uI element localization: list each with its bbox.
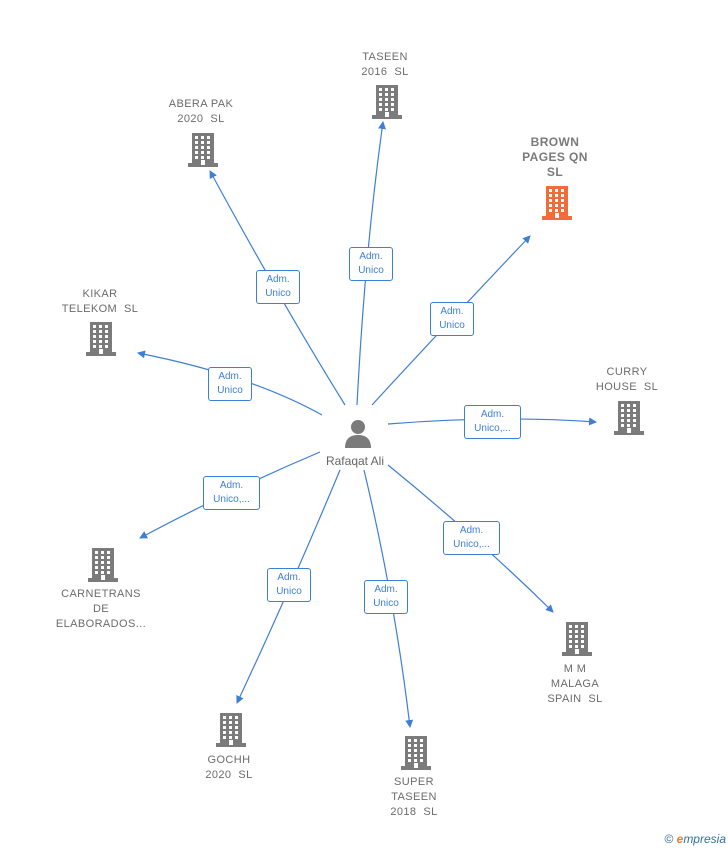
edge-label-line: Adm. bbox=[480, 409, 505, 420]
building-icon[interactable] bbox=[614, 399, 644, 440]
footer-brand[interactable]: © empresia bbox=[664, 832, 726, 846]
company-label-line: KIKAR bbox=[82, 288, 118, 300]
company-label-curry-house[interactable]: CURRY HOUSE SL bbox=[587, 365, 667, 395]
company-label-line: TASEEN bbox=[362, 51, 408, 63]
edge-label-line: Adm. bbox=[459, 525, 484, 536]
company-label-mm-malaga-spain[interactable]: M M MALAGA SPAIN SL bbox=[535, 662, 615, 707]
building-icon[interactable] bbox=[188, 131, 218, 172]
company-label-line: TELEKOM SL bbox=[61, 303, 139, 315]
center-person-name[interactable]: Rafaqat Ali bbox=[325, 454, 385, 468]
brand-logo-icon: e bbox=[676, 832, 684, 846]
edge-label-line: Unico bbox=[276, 586, 302, 597]
copyright-icon: © bbox=[664, 832, 674, 846]
edge-label-gochh-2020[interactable]: Adm. Unico bbox=[267, 568, 311, 602]
edge-label-taseen-2016[interactable]: Adm. Unico bbox=[349, 247, 393, 281]
company-label-line: DE bbox=[92, 603, 110, 615]
company-label-line: BROWN bbox=[530, 135, 580, 149]
person-icon[interactable] bbox=[343, 418, 373, 448]
company-label-super-taseen-2018[interactable]: SUPER TASEEN 2018 SL bbox=[374, 775, 454, 820]
company-label-line: SPAIN SL bbox=[547, 693, 603, 705]
edge-label-line: Unico bbox=[373, 598, 399, 609]
company-label-line: PAGES QN bbox=[522, 150, 588, 164]
company-label-line: GOCHH bbox=[207, 754, 251, 766]
building-icon[interactable] bbox=[401, 734, 431, 775]
edge-label-carnetrans[interactable]: Adm. Unico,... bbox=[203, 476, 260, 510]
edge-label-line: Adm. bbox=[440, 306, 464, 317]
company-label-carnetrans[interactable]: CARNETRANS DE ELABORADOS... bbox=[46, 587, 156, 632]
company-label-kikar-telekom[interactable]: KIKAR TELEKOM SL bbox=[50, 287, 150, 317]
company-label-line: 2018 SL bbox=[390, 806, 438, 818]
building-icon[interactable] bbox=[86, 320, 116, 361]
building-icon[interactable] bbox=[372, 83, 402, 124]
edge-label-line: Unico bbox=[439, 320, 465, 331]
edge-label-line: Adm. bbox=[277, 572, 301, 583]
edge-label-line: Unico,... bbox=[453, 539, 490, 550]
edge-label-line: Adm. bbox=[218, 371, 242, 382]
company-label-line: HOUSE SL bbox=[595, 381, 659, 393]
building-icon[interactable] bbox=[542, 184, 572, 225]
edge-label-line: Unico,... bbox=[213, 494, 250, 505]
edge-label-line: Adm. bbox=[359, 251, 383, 262]
brand-name: mpresia bbox=[683, 832, 726, 846]
edge-label-line: Adm. bbox=[219, 480, 244, 491]
building-icon[interactable] bbox=[88, 546, 118, 587]
edge-label-line: Unico bbox=[265, 288, 291, 299]
edge-label-brown-pages-qn[interactable]: Adm. Unico bbox=[430, 302, 474, 336]
building-icon[interactable] bbox=[216, 711, 246, 752]
company-label-line: 2020 SL bbox=[177, 113, 225, 125]
edge-label-line: Adm. bbox=[266, 274, 290, 285]
company-label-taseen-2016[interactable]: TASEEN 2016 SL bbox=[345, 50, 425, 80]
edge-label-mm-malaga-spain[interactable]: Adm. Unico,... bbox=[443, 521, 500, 555]
edge-label-line: Unico bbox=[358, 265, 384, 276]
company-label-line: 2020 SL bbox=[205, 769, 253, 781]
company-label-gochh-2020[interactable]: GOCHH 2020 SL bbox=[189, 753, 269, 783]
company-label-line: ABERA PAK bbox=[168, 98, 234, 110]
building-icon[interactable] bbox=[562, 620, 592, 661]
edge-label-line: Adm. bbox=[374, 584, 398, 595]
company-label-line: M M bbox=[563, 663, 587, 675]
company-label-line: MALAGA bbox=[550, 678, 600, 690]
company-label-line: ELABORADOS... bbox=[55, 618, 147, 630]
company-label-line: SUPER bbox=[394, 776, 434, 788]
company-label-abera-pak-2020[interactable]: ABERA PAK 2020 SL bbox=[156, 97, 246, 127]
edge-label-curry-house[interactable]: Adm. Unico,... bbox=[464, 405, 521, 439]
edge-label-line: Unico bbox=[217, 385, 243, 396]
company-label-line: 2016 SL bbox=[361, 66, 409, 78]
edge-label-abera-pak-2020[interactable]: Adm. Unico bbox=[256, 270, 300, 304]
edge-label-kikar-telekom[interactable]: Adm. Unico bbox=[208, 367, 252, 401]
company-label-line: CURRY bbox=[606, 366, 648, 378]
company-label-line: SL bbox=[546, 165, 564, 179]
edge-label-super-taseen-2018[interactable]: Adm. Unico bbox=[364, 580, 408, 614]
edge-label-line: Unico,... bbox=[474, 423, 511, 434]
company-label-line: CARNETRANS bbox=[61, 588, 141, 600]
company-label-line: TASEEN bbox=[391, 791, 437, 803]
